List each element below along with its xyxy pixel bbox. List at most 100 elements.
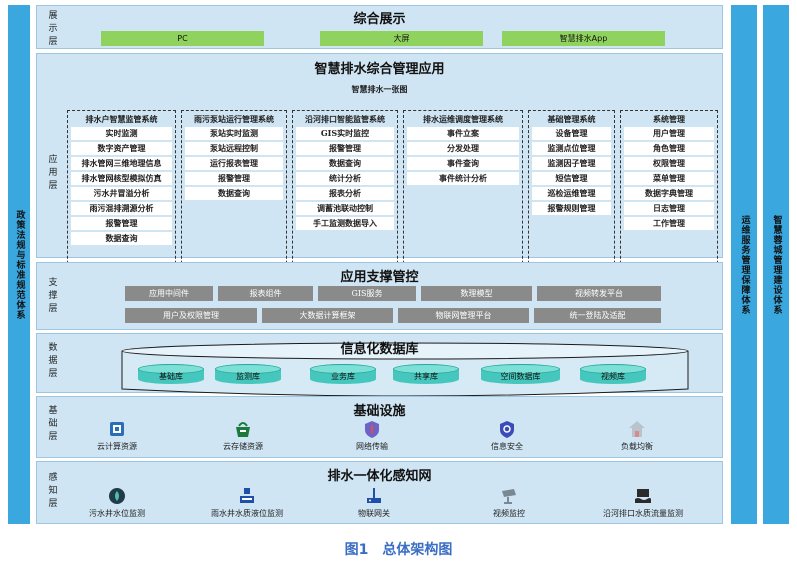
system-item: 污水井冒溢分析	[71, 187, 172, 200]
sensor-item: 物联网关	[344, 486, 404, 519]
sensor-item: 污水井水位监测	[77, 486, 157, 519]
ops-service-bar: 运维服务管理保障体系	[731, 5, 757, 524]
database-label: 共享库	[414, 371, 438, 381]
system-item: 雨污混排溯源分析	[71, 202, 172, 215]
infra-item: 负载均衡	[607, 419, 667, 452]
data-layer-title: 信息化数据库	[340, 342, 419, 357]
system-item: 泵站远程控制	[185, 142, 283, 155]
system-item: 排水管网三维地理信息	[71, 157, 172, 170]
sensor-layer-label: 感知层	[48, 473, 58, 509]
system-item: 权限管理	[624, 157, 714, 170]
infra-item: 信息安全	[477, 419, 537, 452]
infra-item: 网络传输	[342, 419, 402, 452]
database-item: 监测库	[215, 364, 281, 384]
infra-item: 云计算资源	[87, 419, 147, 452]
support-layer-title: 应用支撑管控	[340, 270, 419, 285]
system-item: 工作管理	[624, 217, 714, 230]
system-item: 数据查询	[71, 232, 172, 245]
support-layer-label: 支撑层	[48, 278, 58, 314]
system-item: 数据查询	[185, 187, 283, 200]
display-layer: 展示层 综合展示 PC 大屏 智慧排水App	[36, 5, 723, 49]
system-item: 日志管理	[624, 202, 714, 215]
system-item: 排水管网核型模拟仿真	[71, 172, 172, 185]
system-item: 事件查询	[407, 157, 519, 170]
cloud-compute-icon	[110, 422, 124, 436]
network-icon	[365, 421, 379, 438]
sensor-layer-title: 排水一体化感知网	[327, 469, 432, 484]
app-layer-subtitle: 智慧排水一张图	[351, 84, 408, 94]
system-item: 分发处理	[407, 142, 519, 155]
system-title: 沿河排口智能监管系统	[305, 114, 385, 124]
support-layer: 支撑层 应用支撑管控 应用中间件 报表组件 GIS服务 数理模型 视频转发平台 …	[36, 262, 723, 330]
system-item: 事件统计分析	[407, 172, 519, 185]
database-item: 共享库	[393, 364, 459, 384]
database-label: 视频库	[601, 371, 625, 381]
system-item: 角色管理	[624, 142, 714, 155]
system-item: 数字资产管理	[71, 142, 172, 155]
infra-label: 云存储资源	[223, 442, 263, 451]
system-box: 沿河排口智能监管系统 GIS实时监控 报警管理 数据查询 统计分析 报表分析 调…	[292, 110, 398, 304]
system-title: 排水运维调度管理系统	[423, 114, 503, 124]
application-layer: 应用层 智慧排水综合管理应用 智慧排水一张图 排水户智慧监管系统 实时监测 数字…	[36, 53, 723, 304]
system-item: 报警规则管理	[532, 202, 611, 215]
infra-label: 信息安全	[491, 442, 523, 451]
outfall-icon	[635, 489, 651, 503]
system-item: 数据字典管理	[624, 187, 714, 200]
system-item: 监测因子管理	[532, 157, 611, 170]
display-item-bigscreen: 大屏	[320, 31, 483, 46]
data-layer: 数据层 信息化数据库 基础库 监测库 业务库 共享库 空间数据库 视频库	[36, 333, 723, 397]
system-item: 统计分析	[296, 172, 394, 185]
database-label: 监测库	[236, 371, 260, 381]
sensor-label: 雨水井水质液位监测	[211, 509, 283, 518]
sensor-item: 沿河排口水质流量监测	[590, 486, 696, 519]
infra-item: 云存储资源	[210, 419, 276, 452]
system-item: 实时监测	[71, 127, 172, 140]
database-item: 空间数据库	[481, 364, 560, 384]
database-item: 视频库	[580, 364, 646, 384]
system-title: 雨污泵站运行管理系统	[194, 114, 274, 124]
water-quality-icon	[240, 488, 254, 503]
sensor-label: 物联网关	[358, 509, 390, 518]
system-item: 设备管理	[532, 127, 611, 140]
system-item: 报表分析	[296, 187, 394, 200]
database-label: 基础库	[159, 371, 183, 381]
database-label: 业务库	[331, 371, 355, 381]
system-item: 事件立案	[407, 127, 519, 140]
sensor-item: 视频监控	[479, 486, 539, 519]
display-layer-label: 展示层	[48, 11, 58, 47]
data-layer-label: 数据层	[48, 343, 58, 379]
infra-label: 云计算资源	[97, 442, 137, 451]
camera-icon	[502, 489, 516, 504]
system-item: 巡检运维管理	[532, 187, 611, 200]
display-layer-title: 综合展示	[353, 12, 406, 27]
system-item: GIS实时监控	[296, 127, 394, 140]
system-item: 手工监测数据导入	[296, 217, 394, 230]
support-item: GIS服务	[318, 286, 416, 301]
database-label: 空间数据库	[500, 371, 541, 381]
system-item: 报警管理	[71, 217, 172, 230]
system-item: 菜单管理	[624, 172, 714, 185]
infrastructure-layer: 基础层 基础设施 云计算资源 云存储资源 网络传输 信息安全	[36, 396, 723, 458]
system-box: 排水户智慧监管系统 实时监测 数字资产管理 排水管网三维地理信息 排水管网核型模…	[67, 110, 176, 304]
app-layer-title: 智慧排水综合管理应用	[314, 62, 445, 77]
infra-layer-title: 基础设施	[353, 404, 406, 419]
database-item: 基础库	[138, 364, 204, 384]
cloud-storage-icon	[236, 422, 250, 437]
load-balance-icon	[629, 421, 645, 437]
infra-label: 网络传输	[356, 442, 388, 451]
system-item: 用户管理	[624, 127, 714, 140]
system-item: 监测点位管理	[532, 142, 611, 155]
system-item: 泵站实时监测	[185, 127, 283, 140]
app-layer-label: 应用层	[48, 155, 58, 191]
policy-standards-bar: 政策法规与标准规范体系	[8, 5, 30, 524]
sensor-label: 沿河排口水质流量监测	[603, 509, 683, 518]
sensor-item: 雨水井水质液位监测	[195, 486, 299, 519]
sensor-label: 视频监控	[493, 509, 525, 518]
system-box: 雨污泵站运行管理系统 泵站实时监测 泵站远程控制 运行报表管理 报警管理 数据查…	[181, 110, 287, 304]
support-item: 用户及权限管理	[125, 308, 257, 323]
support-item: 报表组件	[218, 286, 313, 301]
support-item: 视频转发平台	[537, 286, 661, 301]
system-item: 报警管理	[185, 172, 283, 185]
system-box: 基础管理系统 设备管理 监测点位管理 监测因子管理 短信管理 巡检运维管理 报警…	[528, 110, 615, 304]
system-item: 运行报表管理	[185, 157, 283, 170]
